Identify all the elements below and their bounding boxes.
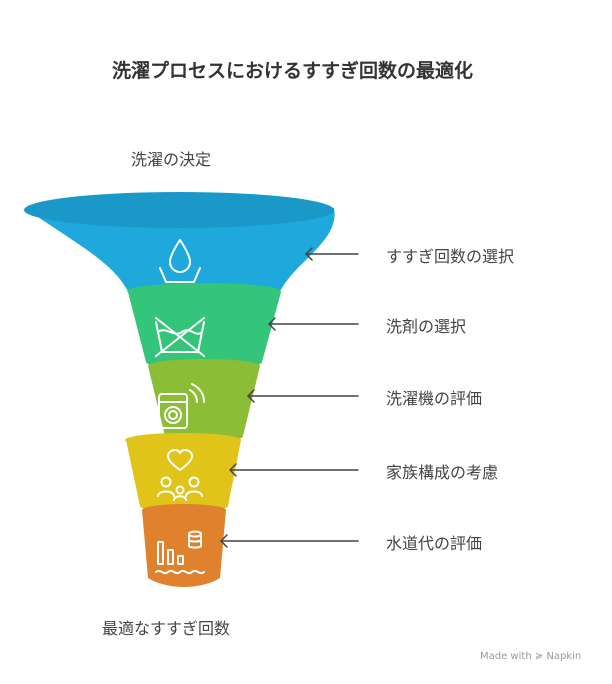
diagram-title: 洗濯プロセスにおけるすすぎ回数の最適化 [112, 60, 474, 82]
arrow-stage-3 [247, 389, 359, 403]
family-heart-icon [157, 449, 203, 501]
washing-machine-icon [158, 383, 205, 429]
stage-label-3: 洗濯機の評価 [386, 389, 483, 408]
arrow-stage-2 [268, 317, 359, 331]
funnel-stage-4 [125, 433, 241, 512]
water-drop-icon [159, 239, 201, 283]
stage-label-5: 水道代の評価 [386, 534, 483, 553]
napkin-credit[interactable]: Made with ≽ Napkin [480, 651, 582, 662]
funnel-stage-1 [24, 192, 335, 297]
arrow-stage-1 [305, 247, 359, 261]
stage-label-1: すすぎ回数の選択 [386, 247, 515, 266]
arrow-stage-5 [220, 534, 359, 548]
arrow-stage-4 [229, 463, 359, 477]
water-cost-icon [155, 530, 205, 575]
funnel-bottom-label: 最適なすすぎ回数 [102, 619, 231, 638]
stage-label-2: 洗剤の選択 [386, 317, 467, 336]
funnel-top-label: 洗濯の決定 [131, 150, 212, 169]
stage-label-4: 家族構成の考慮 [386, 463, 499, 482]
no-wash-icon [155, 317, 205, 357]
funnel-stage-5 [142, 504, 226, 587]
